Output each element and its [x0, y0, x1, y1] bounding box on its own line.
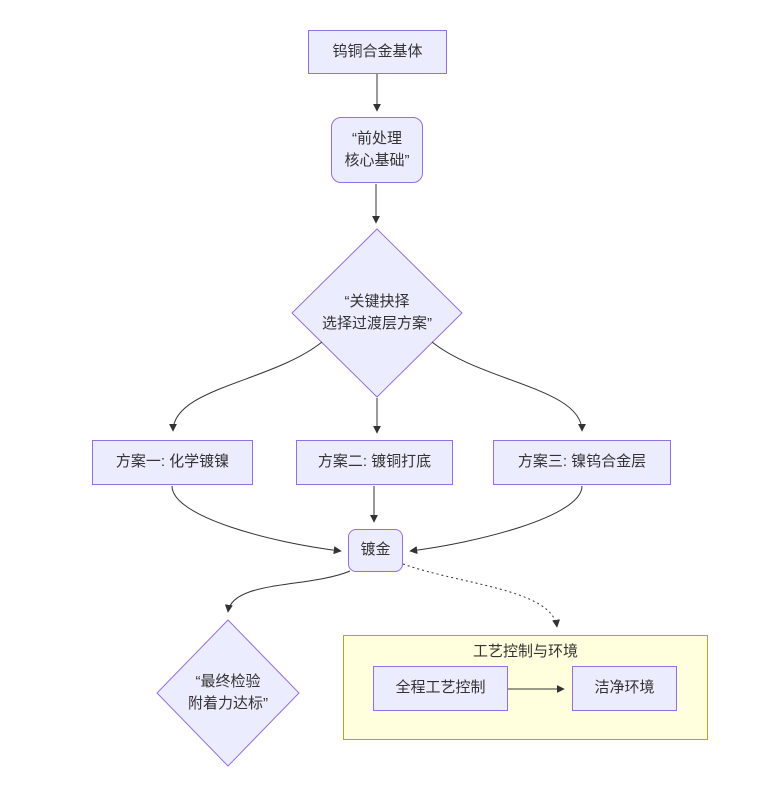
node-option1: 方案一: 化学镀镍: [92, 440, 253, 485]
edge-option1-gold: [171, 485, 342, 555]
edge-decision-option1: [169, 341, 323, 432]
node-option2: 方案二: 镀铜打底: [296, 440, 453, 485]
node-pretreatment: “前处理 核心基础”: [331, 117, 423, 183]
node-process-control-label: 全程工艺控制: [395, 679, 486, 697]
node-pretreatment-label-line2: 核心基础”: [344, 152, 410, 169]
node-pretreatment-label-line1: “前处理: [352, 129, 402, 147]
node-clean-environment: 洁净环境: [572, 666, 677, 711]
node-option2-label: 方案二: 镀铜打底: [317, 453, 432, 471]
node-option3: 方案三: 镍钨合金层: [493, 440, 671, 485]
node-decision-label-line1: “关键抉择: [344, 292, 410, 310]
node-final-check-label-line2: 附着力达标”: [188, 695, 268, 712]
node-clean-environment-label: 洁净环境: [594, 679, 655, 697]
edge-gold-finalcheck: [224, 570, 351, 613]
node-option3-label: 方案三: 镍钨合金层: [517, 453, 647, 471]
node-substrate: 钨铜合金基体: [308, 30, 447, 74]
node-decision-label-line2: 选择过渡层方案”: [322, 315, 432, 332]
cluster-title: 工艺控制与环境: [472, 643, 578, 660]
edge-option3-gold: [409, 485, 583, 555]
node-final-check-label-line1: “最终检验: [195, 672, 261, 690]
node-gold-plating: 镀金: [348, 529, 403, 572]
node-final-check-label: “最终检验 附着力达标”: [128, 665, 328, 721]
node-substrate-label: 钨铜合金基体: [332, 42, 423, 60]
edge-decision-option3: [431, 341, 586, 432]
node-decision-label: “关键抉择 选择过渡层方案”: [267, 285, 487, 341]
node-process-control: 全程工艺控制: [373, 666, 508, 711]
edge-gold-cluster-dotted: [402, 563, 561, 628]
node-gold-plating-label: 镀金: [360, 541, 391, 559]
node-option1-label: 方案一: 化学镀镍: [115, 453, 230, 471]
